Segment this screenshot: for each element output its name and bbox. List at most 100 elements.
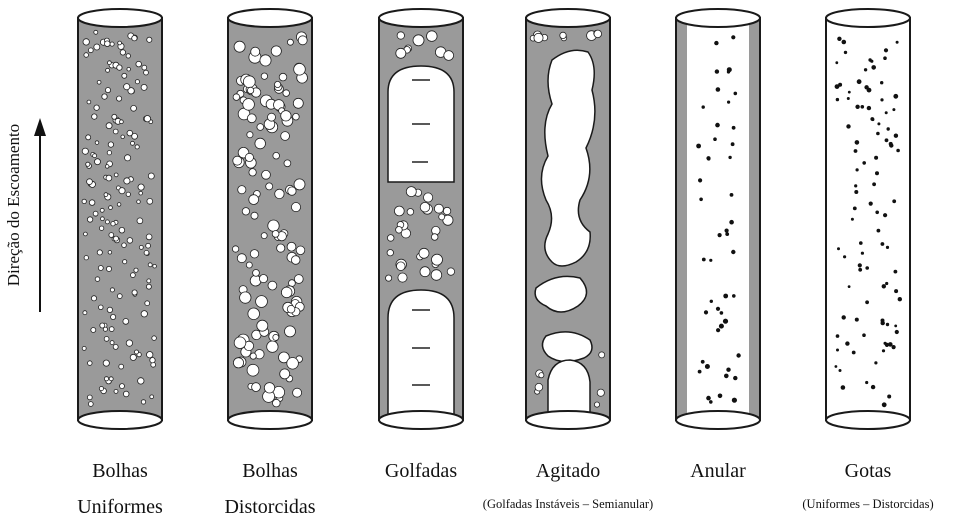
bubble: [232, 246, 238, 252]
bubble: [268, 113, 276, 121]
bubble: [273, 152, 280, 159]
bubble: [835, 61, 838, 64]
bubble: [111, 314, 116, 319]
bubble: [716, 307, 720, 311]
bubble: [534, 33, 543, 42]
bubble: [869, 202, 873, 206]
bubble: [110, 288, 114, 292]
bubble: [120, 384, 125, 389]
bubble: [262, 170, 271, 179]
pipe-golfadas: [379, 9, 463, 429]
churn-gas-core: [541, 50, 594, 266]
label-agitado: Agitado: [536, 460, 600, 483]
bubble: [94, 44, 100, 50]
bubble: [896, 41, 899, 44]
bubble: [396, 48, 406, 58]
bubble: [137, 218, 143, 224]
bubble: [386, 275, 392, 281]
bubble: [864, 68, 867, 71]
bubble: [861, 252, 864, 255]
bubble: [397, 32, 404, 39]
bubble: [714, 41, 718, 45]
bubble: [273, 334, 279, 340]
bubble: [291, 256, 300, 265]
bubble: [106, 175, 112, 181]
bubble: [594, 30, 602, 38]
bubble: [114, 173, 118, 177]
bubble: [121, 135, 125, 139]
bubble: [732, 294, 736, 298]
bubble: [135, 80, 139, 84]
bubble: [249, 169, 256, 176]
bubble: [874, 156, 878, 160]
bubble: [238, 186, 246, 194]
bubble: [82, 148, 88, 154]
label-anular: Anular: [690, 460, 746, 483]
pipe-agitado: [526, 9, 610, 429]
bubble: [710, 300, 713, 303]
bubble: [898, 297, 902, 301]
bubble: [706, 396, 711, 401]
bubble: [858, 268, 862, 272]
bubble: [120, 120, 124, 124]
taylor-bubble: [388, 290, 454, 418]
bubble: [233, 358, 243, 368]
bubble: [86, 162, 90, 166]
bubble: [842, 40, 847, 45]
bubble: [725, 229, 729, 233]
bubble: [420, 267, 430, 277]
bubble: [99, 305, 104, 310]
bubble: [892, 199, 896, 203]
bubble: [105, 88, 110, 93]
bubble: [148, 173, 154, 179]
bubble: [394, 206, 404, 216]
bubble: [732, 398, 737, 403]
bubble: [87, 395, 92, 400]
bubble: [141, 84, 147, 90]
bubble: [100, 208, 104, 212]
bubble: [444, 51, 454, 61]
bubble: [126, 192, 130, 196]
bubble: [117, 203, 121, 207]
bubble: [275, 81, 281, 87]
bubble: [871, 65, 876, 70]
liquid-film-right: [749, 18, 759, 420]
bubble: [851, 218, 854, 221]
bubble: [153, 264, 157, 268]
bubble: [251, 212, 258, 219]
bubble: [881, 242, 885, 246]
bubble: [147, 279, 151, 283]
bubble: [102, 94, 107, 99]
bubble: [104, 337, 109, 342]
bubble: [106, 68, 110, 72]
bubble: [150, 395, 154, 399]
bubble: [892, 108, 895, 111]
bubble: [447, 268, 454, 275]
bubble: [233, 156, 242, 165]
subtitle-agitado: (Golfadas Instáveis – Semianular): [483, 497, 653, 512]
bubble: [296, 246, 305, 255]
bubble: [698, 370, 702, 374]
bubble: [861, 105, 865, 109]
bubble: [279, 73, 287, 81]
bubble: [247, 87, 253, 93]
bubble: [285, 326, 296, 337]
bubble: [267, 341, 278, 352]
pipe-bolhas-distorcidas: [228, 9, 312, 429]
bubble: [83, 39, 89, 45]
bubble: [733, 376, 737, 380]
bubble: [271, 46, 281, 56]
bubble: [858, 263, 862, 267]
label-bolhas-uniformes-line1: Bolhas: [92, 460, 148, 483]
bubble: [252, 383, 261, 392]
bubble: [420, 202, 430, 212]
bubble: [88, 48, 93, 53]
bubble: [854, 190, 858, 194]
label-bolhas-distorcidas-line2: Distorcidas: [224, 496, 315, 519]
bubble: [716, 87, 721, 92]
bubble: [243, 99, 255, 111]
bubble: [259, 275, 267, 283]
bubble: [148, 263, 152, 267]
bubble: [731, 142, 735, 146]
